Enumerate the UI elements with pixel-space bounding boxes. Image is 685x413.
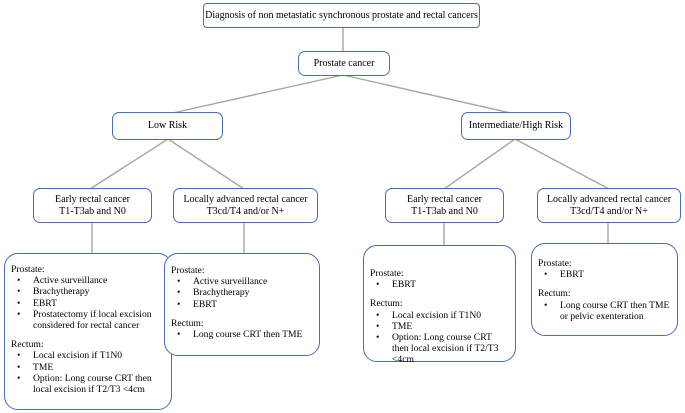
advanced-line1: Locally advanced rectal cancer — [183, 193, 308, 205]
rectum-options: Local excision if T1N0 TME Option: Long … — [370, 310, 509, 366]
early-line2: T1-T3ab and N0 — [59, 205, 126, 217]
list-item: TME — [370, 321, 509, 332]
high-advanced-treatment-box: Prostate: EBRT Rectum: Long course CRT t… — [531, 243, 678, 336]
prostate-heading: Prostate: — [171, 265, 205, 276]
low-early-node: Early rectal cancer T1-T3ab and N0 — [33, 188, 152, 223]
list-item: Brachytherapy — [171, 287, 313, 298]
list-item: EBRT — [171, 299, 313, 310]
rectum-options: Local excision if T1N0 TME Option: Long … — [11, 350, 165, 395]
high-risk-node: Intermediate/High Risk — [461, 112, 571, 140]
prostate-heading: Prostate: — [370, 268, 404, 279]
rectum-heading: Rectum: — [538, 288, 571, 300]
prostate-heading: Prostate: — [538, 258, 572, 269]
rectum-options: Long course CRT then TME or pelvic exent… — [538, 300, 671, 322]
prostate-options: EBRT — [370, 279, 509, 290]
low-risk-label: Low Risk — [147, 120, 188, 131]
low-early-treatment-box: Prostate: Active surveillance Brachyther… — [4, 253, 172, 410]
high-early-treatment-box: Prostate: EBRT Rectum: Local excision if… — [363, 245, 516, 365]
rectum-options: Long course CRT then TME — [171, 329, 313, 340]
root-label: Diagnosis of non metastatic synchronous … — [205, 9, 478, 21]
edge-low-adv — [167, 138, 245, 190]
list-item: Option: Long course CRT then local excis… — [370, 332, 509, 366]
early-line1: Early rectal cancer — [55, 193, 130, 205]
prostate-heading: Prostate: — [11, 264, 45, 275]
list-item: Long course CRT then TME or pelvic exent… — [538, 300, 671, 322]
list-item: Brachytherapy — [11, 286, 165, 297]
prostate-cancer-label: Prostate cancer — [313, 57, 375, 69]
advanced-line1: Locally advanced rectal cancer — [546, 193, 672, 205]
edge-prostate-high — [342, 74, 516, 115]
advanced-line2: T3cd/T4 and/or N+ — [206, 205, 285, 217]
prostate-options: Active surveillance Brachytherapy EBRT — [171, 276, 313, 310]
list-item: Active surveillance — [11, 275, 165, 286]
prostate-options: Active surveillance Brachytherapy EBRT P… — [11, 275, 165, 331]
list-item: TME — [11, 362, 165, 373]
list-item: Option: Long course CRT then local excis… — [11, 373, 165, 395]
high-advanced-node: Locally advanced rectal cancer T3cd/T4 a… — [537, 188, 681, 223]
list-item: Prostatectomy if local excision consider… — [11, 309, 165, 331]
rectum-heading: Rectum: — [171, 317, 204, 329]
high-risk-label: Intermediate/High Risk — [468, 120, 564, 131]
list-item: EBRT — [538, 269, 671, 280]
low-advanced-node: Locally advanced rectal cancer T3cd/T4 a… — [173, 188, 318, 223]
low-risk-node: Low Risk — [112, 112, 223, 140]
advanced-line2: T3cd/T4 and/or N+ — [570, 205, 648, 217]
edge-high-early — [443, 138, 516, 190]
list-item: Active surveillance — [171, 276, 313, 287]
high-early-node: Early rectal cancer T1-T3ab and N0 — [385, 188, 504, 223]
list-item: Local excision if T1N0 — [11, 350, 165, 361]
edge-prostate-low — [167, 74, 344, 115]
edge-low-early — [89, 138, 169, 190]
root-node: Diagnosis of non metastatic synchronous … — [203, 3, 480, 28]
prostate-cancer-node: Prostate cancer — [298, 51, 390, 76]
rectum-heading: Rectum: — [370, 298, 403, 310]
list-item: Long course CRT then TME — [171, 329, 313, 340]
list-item: EBRT — [370, 279, 509, 290]
list-item: EBRT — [11, 298, 165, 309]
edge-high-adv — [514, 138, 610, 190]
prostate-options: EBRT — [538, 269, 671, 280]
early-line1: Early rectal cancer — [407, 193, 482, 205]
low-advanced-treatment-box: Prostate: Active surveillance Brachyther… — [164, 253, 320, 356]
list-item: Local excision if T1N0 — [370, 310, 509, 321]
early-line2: T1-T3ab and N0 — [411, 205, 478, 217]
rectum-heading: Rectum: — [11, 339, 44, 351]
